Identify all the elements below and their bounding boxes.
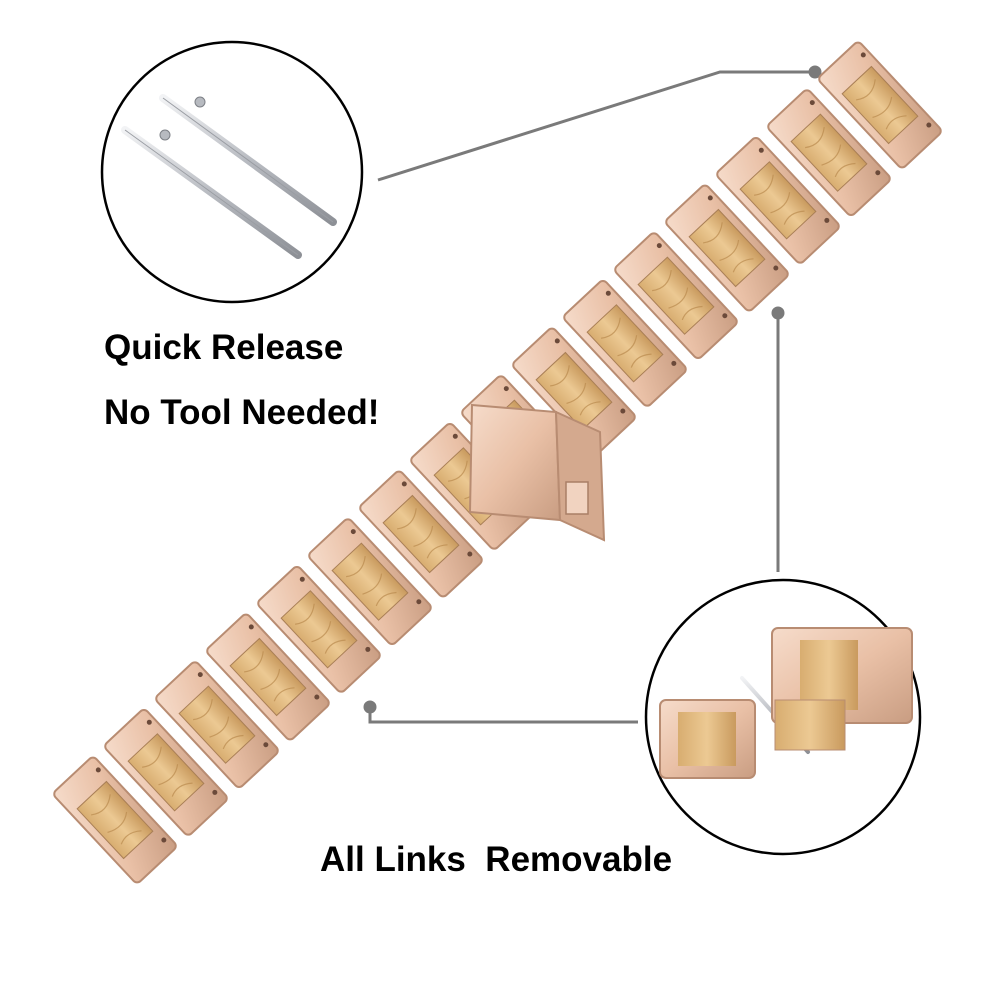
- links-detail-circle: [644, 578, 922, 856]
- clasp-side: [554, 410, 606, 542]
- band-link: [665, 184, 789, 312]
- callout-dot-right: [771, 306, 785, 320]
- band-link: [818, 41, 942, 169]
- band-link: [716, 136, 840, 264]
- clasp-plate: [468, 403, 562, 522]
- detached-link-left: [659, 699, 756, 779]
- band-link: [614, 232, 738, 360]
- clasp-hinge: [565, 481, 589, 515]
- clasp: [468, 403, 606, 542]
- band-link: [206, 613, 330, 741]
- spring-bar-pin: [159, 94, 337, 226]
- band-link: [767, 89, 891, 217]
- band-link: [155, 661, 279, 789]
- detached-link-right: [771, 627, 913, 751]
- links-removable-caption: All Links Removable: [320, 840, 673, 879]
- quick-release-caption: Quick Release: [104, 328, 344, 367]
- band-link: [563, 279, 687, 407]
- band-link: [308, 518, 432, 646]
- callout-dot-bottom: [363, 700, 377, 714]
- callout-line-top: [377, 70, 815, 182]
- spring-bar-pin: [121, 126, 302, 259]
- band-link: [512, 327, 636, 455]
- band-link: [359, 470, 483, 598]
- band-link: [257, 565, 381, 693]
- callout-line-bottom: [368, 707, 638, 724]
- no-tool-caption: No Tool Needed!: [104, 393, 380, 432]
- pins-circle-outline: [100, 40, 364, 304]
- band-link: [104, 708, 228, 836]
- callout-lines: [363, 65, 822, 724]
- band-link: [53, 756, 177, 884]
- callout-dot-top: [808, 65, 822, 79]
- pins-detail-circle: [100, 40, 364, 304]
